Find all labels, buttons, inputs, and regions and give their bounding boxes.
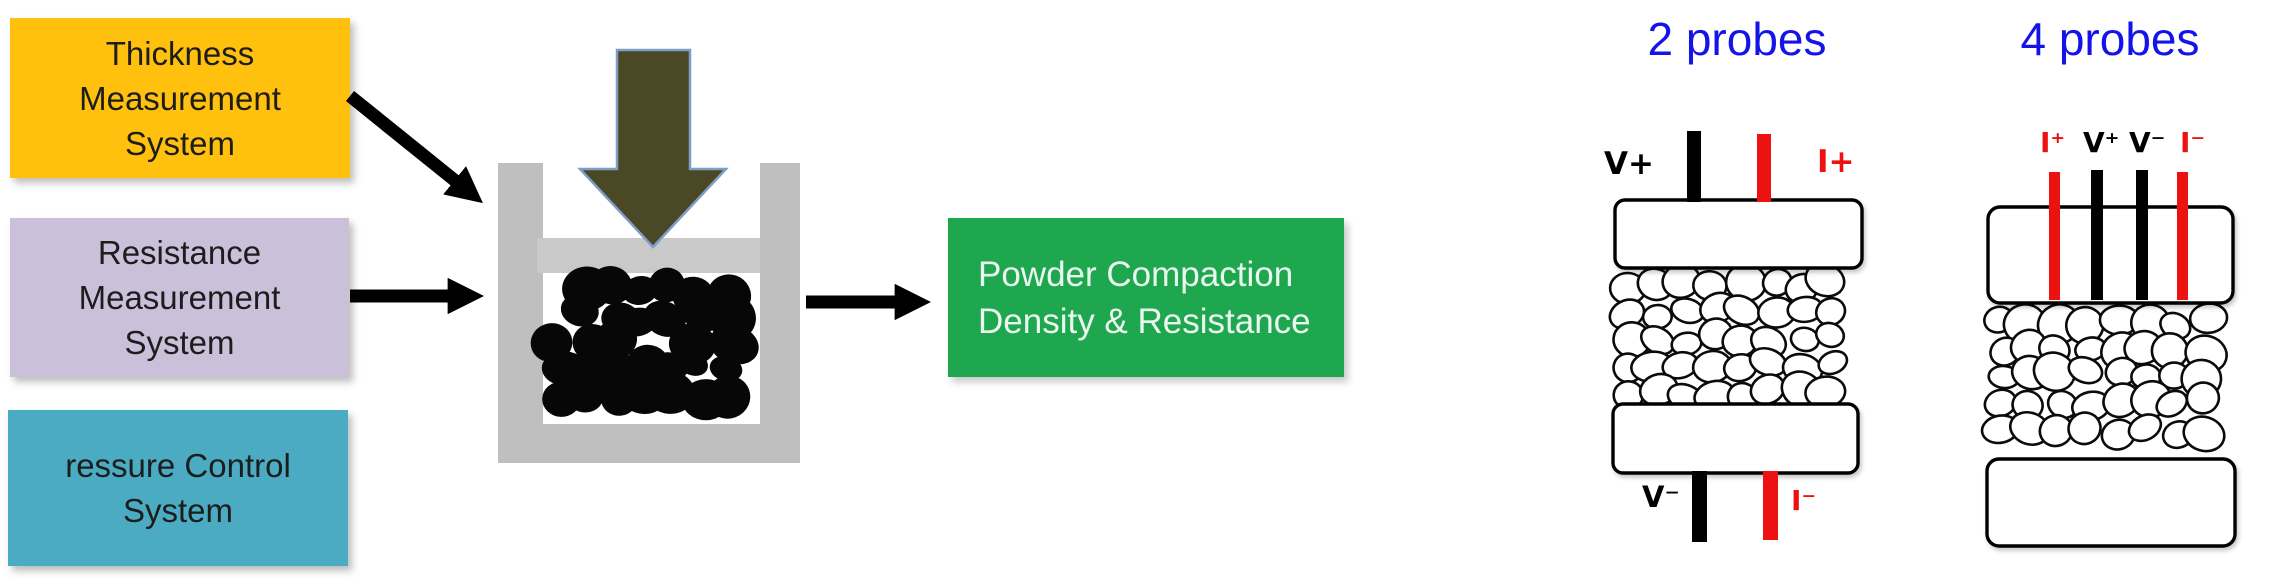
four-probes-iminus-label: I⁻ [2180, 126, 2206, 159]
die-right-wall [760, 163, 800, 463]
four-probes-vminus-label: V⁻ [2129, 126, 2166, 159]
two-probes-top-electrode [1613, 198, 1864, 270]
powder-particle [593, 319, 638, 360]
powder-particle [677, 350, 708, 376]
powder-outline-4probes [1980, 302, 2229, 453]
powder-particle [2185, 381, 2221, 415]
powder-particle [2067, 411, 2102, 446]
powder-particle [1761, 267, 1793, 297]
four-probes-title: 4 probes [2020, 13, 2200, 65]
powder-particle [705, 375, 751, 419]
powder-particle [1814, 321, 1846, 349]
four-probes-vminus-probe [2136, 170, 2148, 300]
powder-outline-2probes [1608, 262, 1849, 414]
thickness-measurement-box: Thickness Measurement System [10, 18, 350, 178]
two-probes-title: 2 probes [1647, 13, 1827, 65]
two-probes-vminus-label: V⁻ [1642, 480, 1680, 514]
powder-particle [2155, 389, 2189, 418]
two-probes-bottom-electrode [1611, 402, 1860, 475]
four-probes-vplus-probe [2091, 170, 2103, 300]
arrow-thickness-to-die [345, 90, 483, 204]
resistance-measurement-box: Resistance Measurement System [10, 218, 349, 377]
four-probes-bottom-electrode [1985, 457, 2237, 548]
two-probes-iminus-label: I⁻ [1791, 484, 1817, 517]
output-box: Powder Compaction Density & Resistance [948, 218, 1344, 377]
pressure-control-label: ressure Control System [65, 447, 291, 529]
powder-particle [564, 378, 604, 413]
thickness-measurement-label: Thickness Measurement System [79, 34, 281, 162]
powder-particle [1817, 349, 1849, 376]
two-probes-vminus-probe [1692, 471, 1707, 542]
powder-fill-main [530, 266, 759, 421]
powder-particle [590, 266, 633, 305]
powder-particle [2127, 413, 2163, 443]
powder-particle [560, 294, 599, 327]
powder-particle [709, 356, 743, 382]
powder-particle [2067, 355, 2104, 385]
two-probes-iplus-probe [1757, 134, 1771, 202]
powder-particle [2182, 415, 2226, 453]
four-probes-iplus-probe [2049, 172, 2060, 300]
two-probes-iminus-probe [1763, 471, 1778, 540]
two-probes-iplus-label: I+ [1817, 144, 1855, 180]
four-probes-iplus-label: I⁺ [2040, 126, 2066, 159]
resistance-measurement-label: Resistance Measurement System [78, 234, 281, 361]
powder-particle [643, 300, 686, 337]
compression-arrow-icon [577, 48, 729, 249]
powder-particle [2032, 351, 2077, 393]
two-probes-vplus-probe [1687, 131, 1701, 202]
four-probes-top-electrode [1986, 205, 2235, 305]
four-probes-iminus-probe [2177, 172, 2188, 300]
powder-particle [709, 324, 759, 365]
output-box-label: Powder Compaction Density & Resistance [978, 254, 1311, 341]
powder-particle [2188, 302, 2229, 335]
pressure-control-box: ressure Control System [8, 410, 348, 566]
die-left-wall [498, 163, 543, 463]
two-probes-vplus-label: V+ [1604, 146, 1654, 182]
four-probes-vplus-label: V⁺ [2083, 126, 2120, 159]
die-bottom-wall [498, 424, 800, 463]
